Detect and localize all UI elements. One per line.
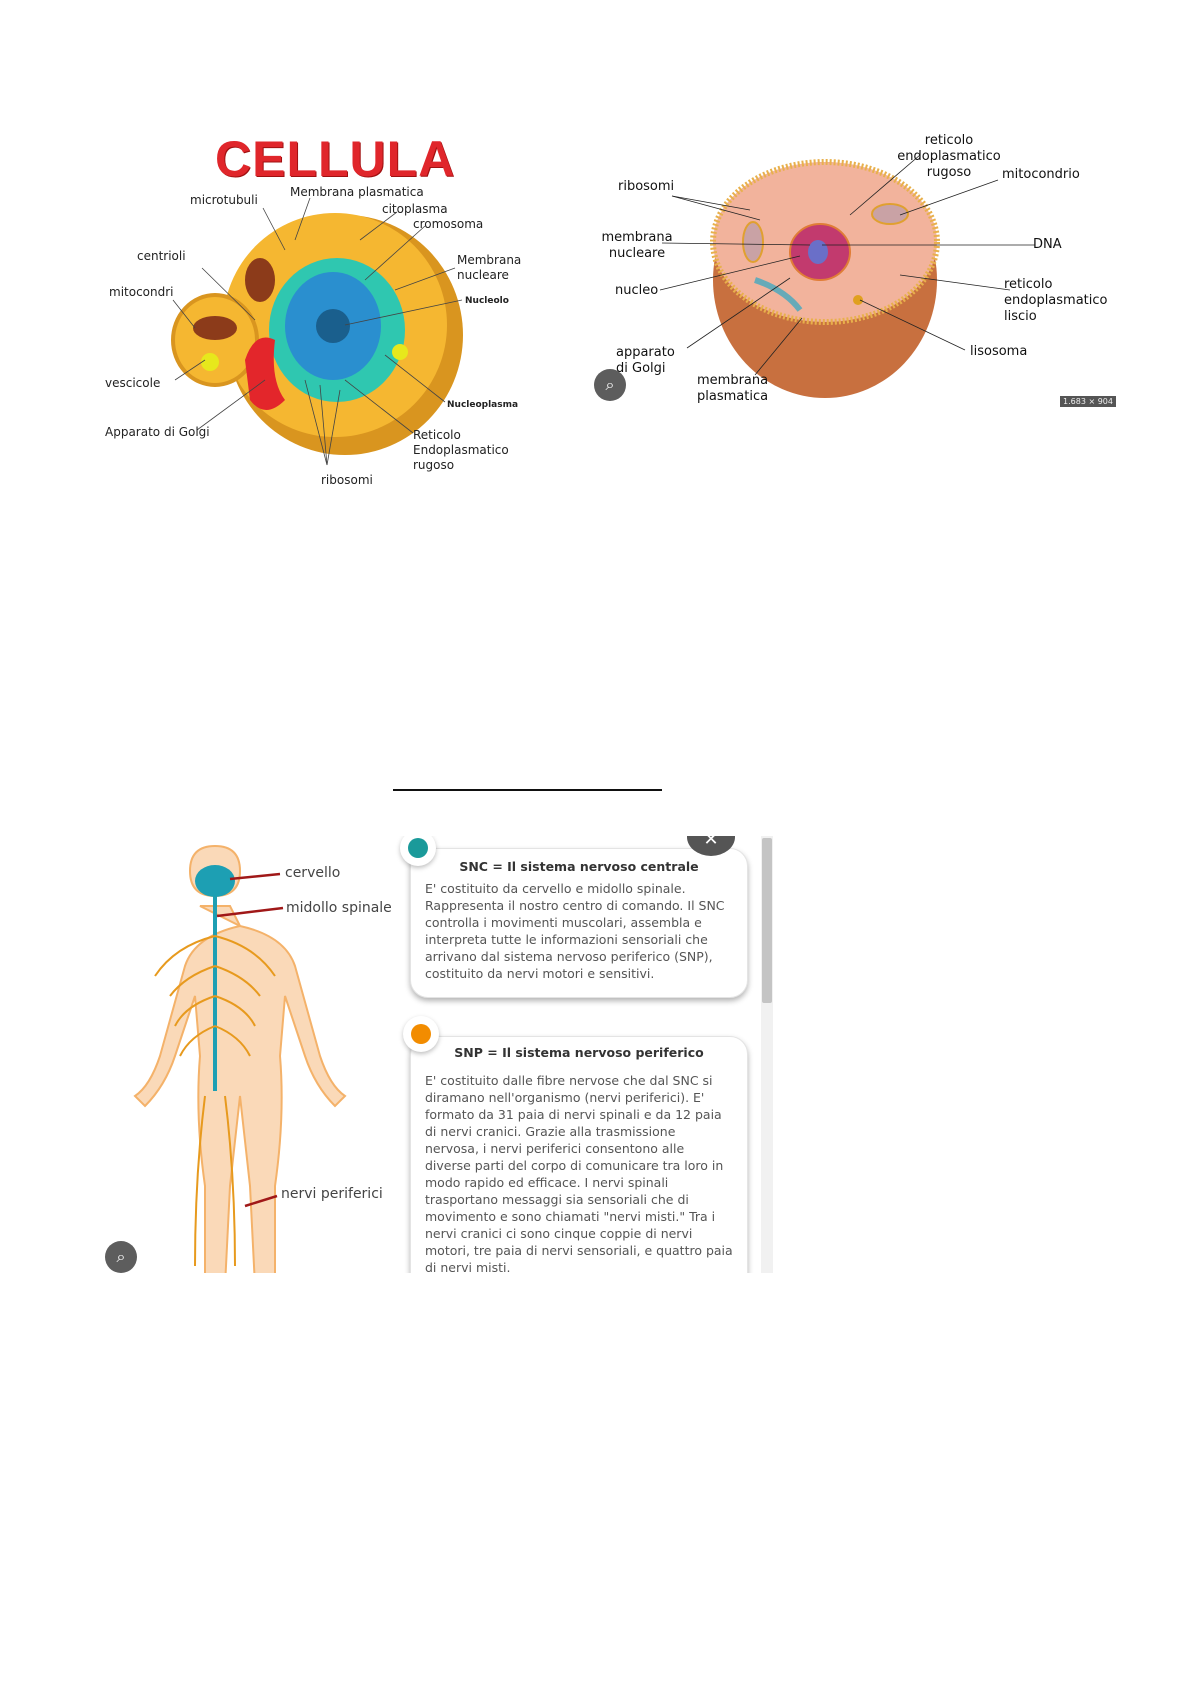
close-icon[interactable]: ✕ — [687, 836, 735, 856]
label-rer: reticolo endoplasmatico rugoso — [874, 133, 1024, 181]
label-microtubuli: microtubuli — [190, 193, 258, 207]
image-size-badge: 1.683 × 904 — [1060, 396, 1116, 407]
label-ribosomi: ribosomi — [321, 473, 373, 487]
cell-illustration — [659, 154, 1035, 398]
label-vescicole: vescicole — [105, 376, 161, 390]
label-rel: reticolo endoplasmatico liscio — [1004, 277, 1108, 324]
label-centrioli: centrioli — [137, 249, 186, 263]
snc-text: E' costituito da cervello e midollo spin… — [425, 881, 725, 981]
label-nucleolo: Nucleolo — [465, 296, 509, 306]
label-lisosoma: lisosoma — [970, 344, 1028, 359]
label-nervi-periferici: nervi periferici — [281, 1186, 383, 1202]
label-ribosomi: ribosomi — [618, 179, 675, 194]
snp-color-dot — [403, 1016, 439, 1052]
cell-illustration — [171, 197, 463, 466]
snc-color-dot — [400, 836, 436, 866]
section-divider-line — [393, 789, 662, 791]
label-dna: DNA — [1033, 237, 1062, 252]
diagram-title: CELLULA — [215, 131, 456, 187]
label-midollo-spinale: midollo spinale — [286, 900, 392, 916]
label-cromosoma: cromosoma — [413, 217, 484, 231]
label-apparato-golgi: apparato di Golgi — [616, 345, 675, 376]
label-mitocondrio: mitocondrio — [1002, 167, 1080, 182]
label-nucleoplasma: Nucleoplasma — [447, 400, 519, 410]
scrollbar-thumb[interactable] — [762, 838, 772, 1003]
cell-diagram-cellula: CELLULA microtubuli Membrana plasmatica … — [105, 130, 545, 495]
cell-diagram-animal: reticolo endoplasmatico rugoso ribosomi … — [590, 130, 1191, 435]
label-reticolo-rugoso: Reticolo Endoplasmatico rugoso — [413, 428, 509, 472]
snp-card: SNP = Il sistema nervoso periferico E' c… — [410, 1036, 748, 1273]
label-membrana-plasmatica: Membrana plasmatica — [290, 185, 424, 199]
snp-title: SNP = Il sistema nervoso periferico — [454, 1045, 704, 1060]
label-cervello: cervello — [285, 865, 341, 881]
label-membrana-nucleare: Membrana nucleare — [457, 253, 522, 282]
snp-text: E' costituito dalle fibre nervose che da… — [425, 1073, 733, 1273]
google-lens-icon[interactable]: ⌕ — [594, 369, 626, 401]
nervous-system-figure: cervello midollo spinale nervi periferic… — [105, 836, 773, 1273]
label-nucleo: nucleo — [615, 283, 659, 298]
label-rer-text: reticolo endoplasmatico rugoso — [897, 133, 1001, 180]
label-apparato-golgi: Apparato di Golgi — [105, 425, 210, 439]
label-citoplasma: citoplasma — [382, 202, 448, 216]
label-membrana-plasmatica: membrana plasmatica — [697, 373, 769, 404]
label-mitocondri: mitocondri — [109, 285, 174, 299]
scrollbar[interactable] — [761, 836, 773, 1273]
snc-card: SNC = Il sistema nervoso centrale E' cos… — [410, 848, 748, 998]
label-membrana-nucleare: membrana nucleare — [601, 230, 673, 261]
google-lens-icon[interactable]: ⌕ — [105, 1241, 137, 1273]
nervous-system-illustration — [133, 844, 347, 1273]
snc-title: SNC = Il sistema nervoso centrale — [459, 859, 699, 874]
